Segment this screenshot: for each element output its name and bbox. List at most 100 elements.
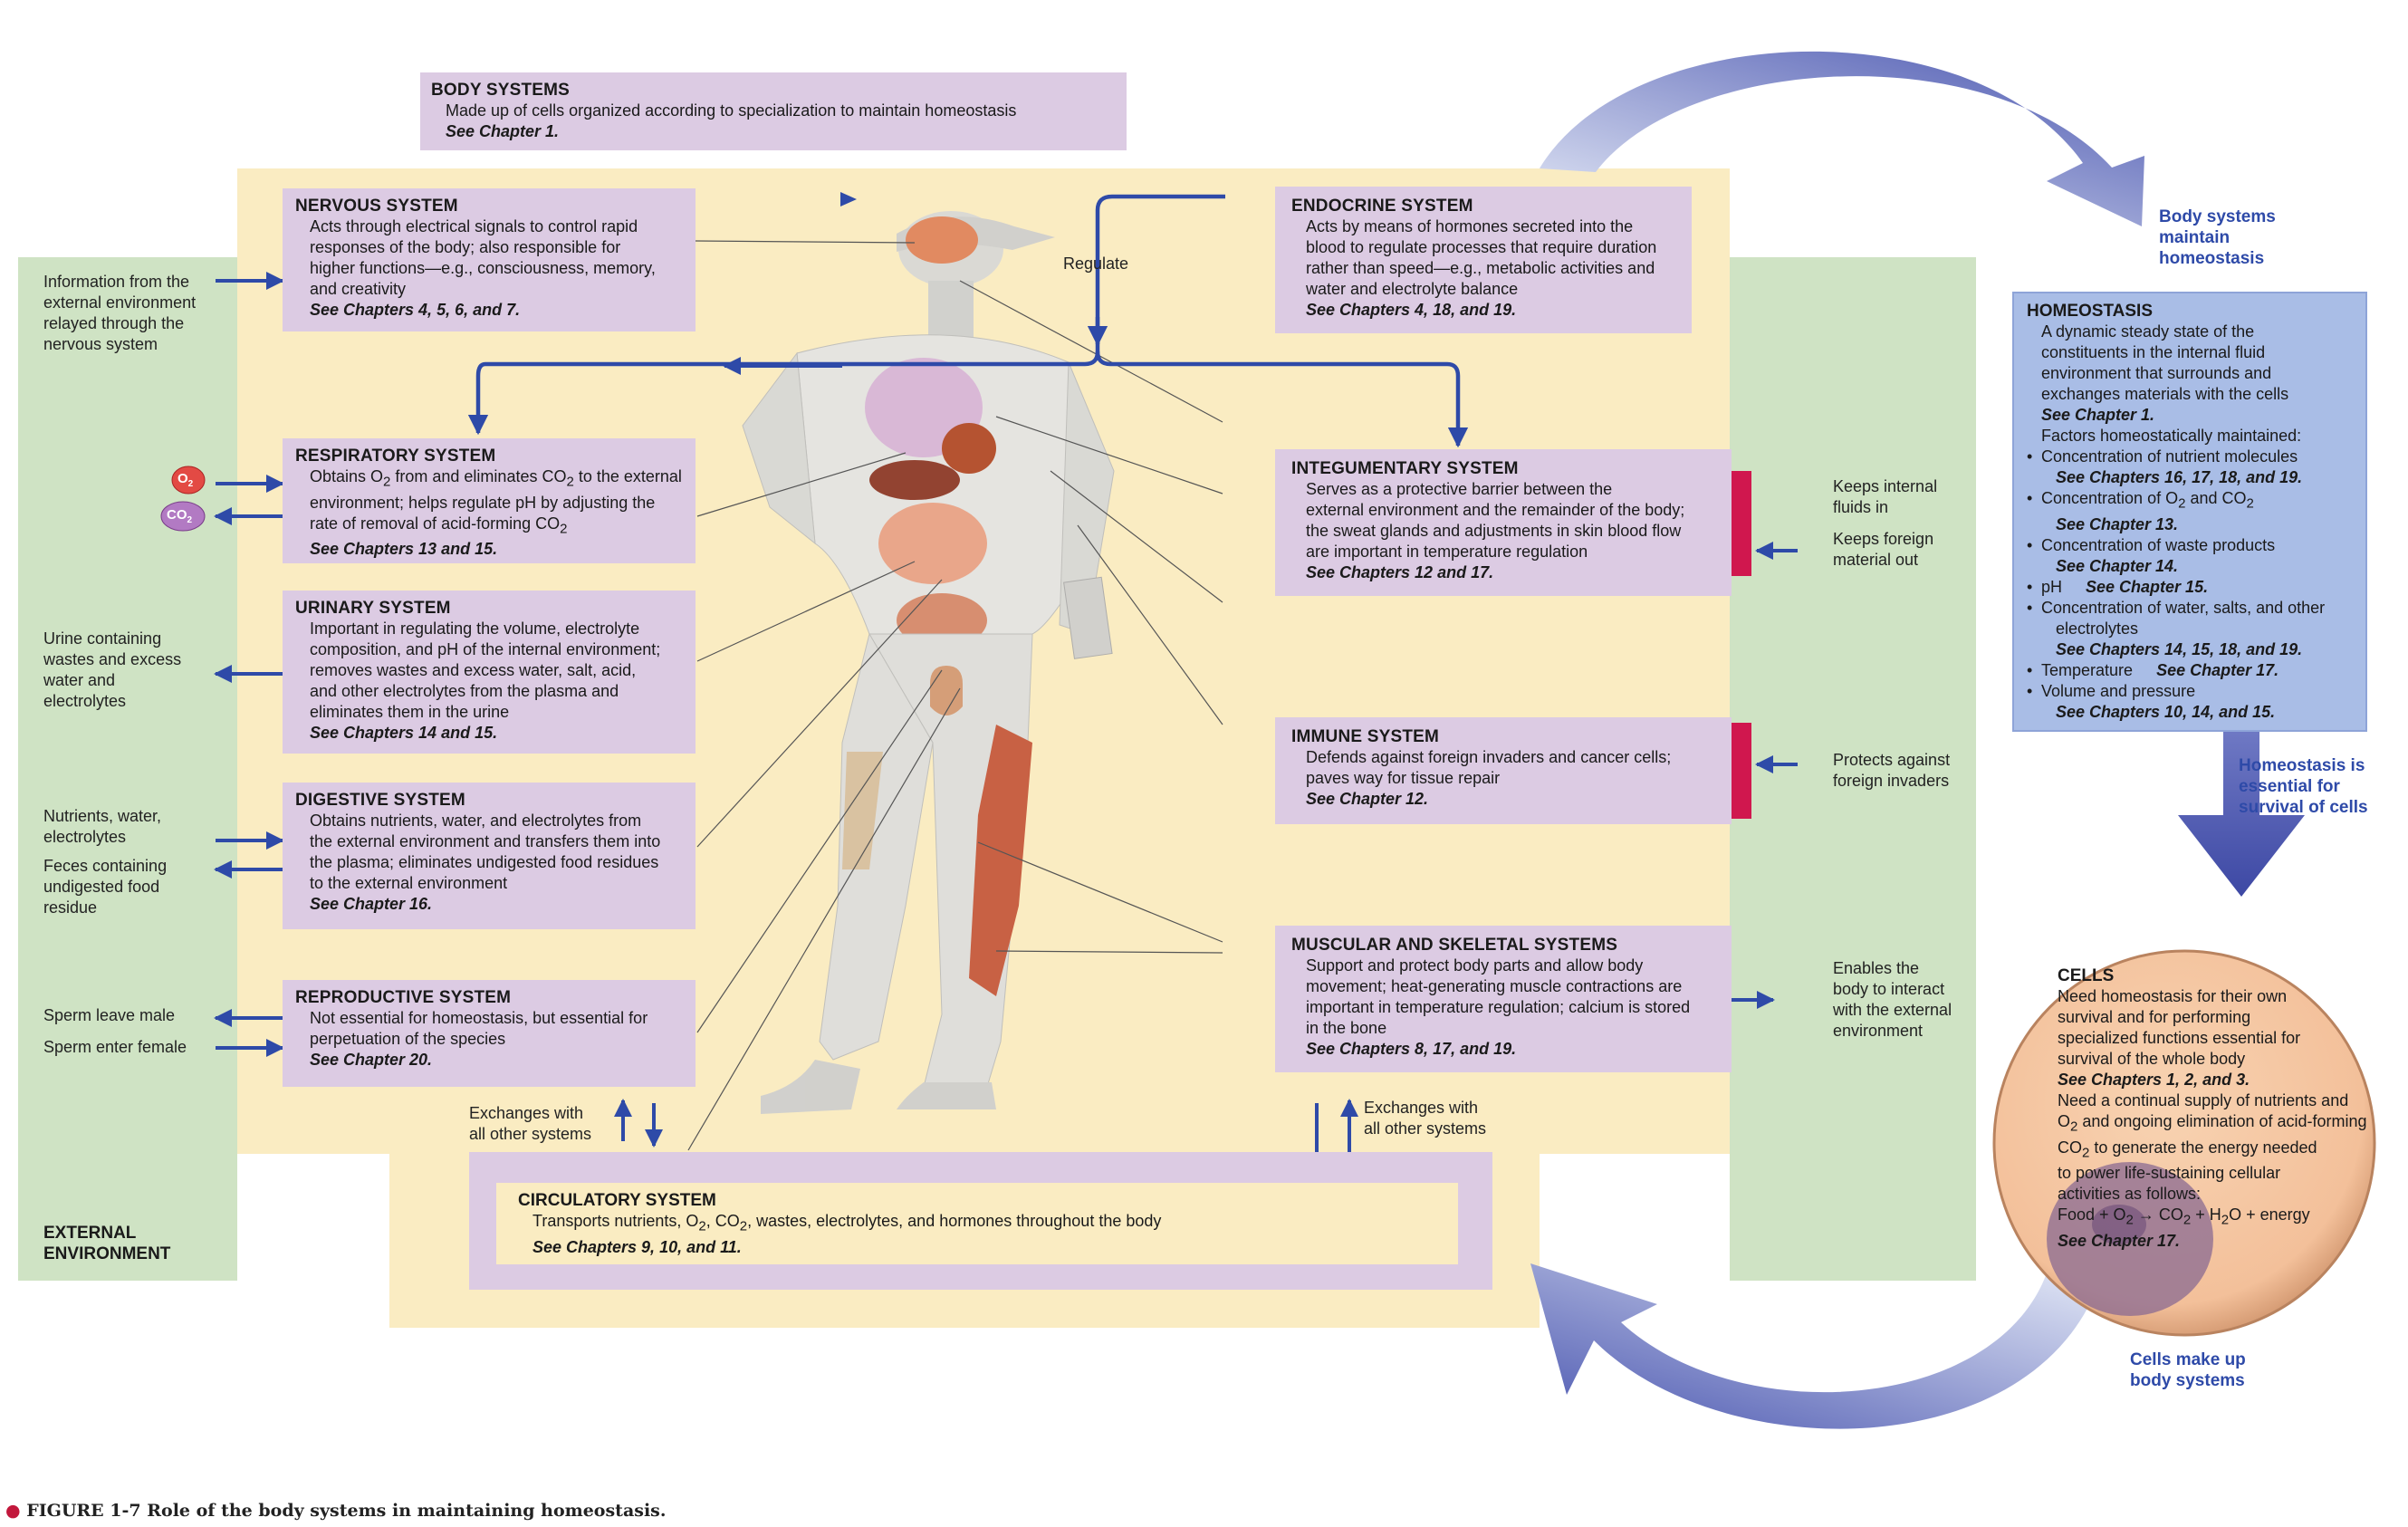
sperm-enter-note: Sperm enter female: [43, 1038, 187, 1056]
box-line: external environment and the remainder o…: [1306, 501, 1685, 519]
protects-note: Protects against foreign invaders: [1833, 750, 1950, 792]
label-line: body systems: [2130, 1371, 2245, 1390]
box-line: Factors homeostatically maintained:: [2041, 427, 2302, 445]
note-line: external environment: [43, 293, 197, 312]
cells-make-up-label: Cells make up body systems: [2130, 1349, 2246, 1391]
respiratory-system-box: RESPIRATORY SYSTEM Obtains O2 from and e…: [283, 438, 696, 563]
box-line: Obtains O2 from and eliminates CO2 to th…: [295, 466, 683, 493]
keeps-foreign-note: Keeps foreign material out: [1833, 529, 1933, 571]
text-run: O + energy: [2229, 1205, 2310, 1224]
connector-lines: [687, 240, 1223, 1151]
nutrients-note: Nutrients, water, electrolytes: [43, 806, 161, 848]
box-line: A dynamic steady state of the: [2041, 322, 2255, 341]
box-title: NERVOUS SYSTEM: [295, 197, 458, 216]
homeostasis-essential-label: Homeostasis is essential for survival of…: [2239, 755, 2368, 818]
box-chapters: See Chapter 17.: [2058, 1231, 2181, 1250]
box-line: rate of removal of acid-forming CO2: [295, 514, 683, 540]
note-line: material out: [1833, 551, 1919, 569]
note-line: Protects against: [1833, 751, 1951, 769]
box-title: BODY SYSTEMS: [431, 81, 571, 100]
factor-item: Concentration of O2 and CO2: [2027, 488, 2353, 514]
note-line: Exchanges with: [469, 1104, 584, 1122]
digestive-system-box: DIGESTIVE SYSTEM Obtains nutrients, wate…: [283, 783, 696, 929]
note-line: foreign invaders: [1833, 772, 1950, 790]
box-line: and other electrolytes from the plasma a…: [310, 682, 619, 700]
box-line: Not essential for homeostasis, but essen…: [310, 1009, 648, 1027]
box-chapters: See Chapters 9, 10, and 11.: [532, 1237, 742, 1256]
cells-text: CELLS Need homeostasis for their own sur…: [2058, 965, 2393, 1252]
box-line: exchanges materials with the cells: [2041, 385, 2289, 403]
box-line: and creativity: [310, 280, 407, 298]
o2-label: O2: [177, 471, 194, 489]
box-line: Need a continual supply of nutrients and: [2058, 1091, 2349, 1109]
feces-note: Feces containing undigested food residue: [43, 856, 167, 918]
box-line: Obtains nutrients, water, and electrolyt…: [310, 812, 642, 830]
co2-label: CO2: [167, 507, 193, 525]
box-line: the external environment and transfers t…: [310, 832, 661, 850]
text-run: → CO: [2133, 1205, 2183, 1224]
box-chapters: See Chapters 4, 5, 6, and 7.: [310, 301, 521, 319]
note-line: electrolytes: [43, 692, 127, 710]
label-line: Cells make up: [2130, 1350, 2246, 1369]
text-run: , wastes, electrolytes, and hormones thr…: [747, 1212, 1162, 1230]
box-line: to the external environment: [310, 874, 508, 892]
note-line: undigested food: [43, 878, 160, 896]
box-line: constituents in the internal fluid: [2041, 343, 2266, 361]
body-systems-maintain-label: Body systems maintain homeostasis: [2159, 206, 2276, 269]
box-line: Serves as a protective barrier between t…: [1306, 480, 1613, 498]
box-title: MUSCULAR AND SKELETAL SYSTEMS: [1291, 936, 1618, 955]
body-systems-box: BODY SYSTEMS Made up of cells organized …: [420, 72, 1127, 150]
box-title: CELLS: [2058, 966, 2115, 985]
reproductive-system-box: REPRODUCTIVE SYSTEM Not essential for ho…: [283, 980, 696, 1087]
subscript: 2: [2082, 1145, 2090, 1161]
text-run: Obtains O: [310, 467, 384, 485]
label-line: maintain: [2159, 228, 2231, 247]
regulate-bracket: [467, 194, 1469, 448]
factor-item: Volume and pressure: [2027, 681, 2353, 702]
box-line: Transports nutrients, O2, CO2, wastes, e…: [518, 1211, 1436, 1237]
co2-badge: [160, 501, 206, 532]
box-title: REPRODUCTIVE SYSTEM: [295, 988, 512, 1007]
subscript: 2: [698, 1218, 706, 1234]
text-run: and ongoing elimination of acid-forming: [2077, 1112, 2367, 1130]
box-desc: Made up of cells organized according to …: [446, 101, 1017, 120]
factor-chapters: See Chapter 14.: [2056, 556, 2179, 575]
figure-caption: ● FIGURE 1-7 Role of the body systems in…: [5, 1501, 667, 1521]
immune-system-box: IMMUNE SYSTEM Defends against foreign in…: [1275, 717, 1732, 824]
factor-chapters: See Chapters 16, 17, 18, and 19.: [2056, 468, 2303, 486]
box-line: movement; heat-generating muscle contrac…: [1306, 977, 1683, 995]
small-arrowhead: [840, 192, 857, 206]
box-line: Acts by means of hormones secreted into …: [1306, 217, 1634, 235]
box-title: CIRCULATORY SYSTEM: [518, 1191, 716, 1210]
box-title: INTEGUMENTARY SYSTEM: [1291, 459, 1519, 478]
info-from-external-note: Information from the external environmen…: [43, 272, 196, 355]
note-line: Keeps internal: [1833, 477, 1938, 495]
box-chapters: See Chapters 8, 17, and 19.: [1306, 1040, 1517, 1058]
factor-chapters: See Chapter 13.: [2056, 514, 2179, 533]
label-line: Homeostasis is: [2239, 756, 2365, 775]
note-line: nervous system: [43, 335, 158, 353]
box-line: perpetuation of the species: [310, 1030, 506, 1048]
box-chapters: See Chapter 1.: [446, 122, 560, 140]
cycle-arrow-bottom: [1530, 1263, 2101, 1429]
subscript: 2: [566, 474, 574, 490]
box-line: blood to regulate processes that require…: [1306, 238, 1657, 256]
exchanges-left-note: Exchanges with all other systems: [469, 1103, 591, 1145]
note-line: fluids in: [1833, 498, 1889, 516]
box-chapters: See Chapters 12 and 17.: [1306, 563, 1494, 581]
keeps-fluids-note: Keeps internal fluids in: [1833, 476, 1937, 518]
box-line: the plasma; eliminates undigested food r…: [310, 853, 659, 871]
subscript: 2: [2178, 495, 2186, 512]
box-line: Need homeostasis for their own: [2058, 987, 2288, 1005]
box-line: higher functions—e.g., consciousness, me…: [310, 259, 656, 277]
box-line: specialized functions essential for: [2058, 1029, 2301, 1047]
subscript: 2: [2070, 1119, 2078, 1135]
urinary-system-box: URINARY SYSTEM Important in regulating t…: [283, 591, 696, 754]
external-environment-title: EXTERNAL ENVIRONMENT: [43, 1223, 170, 1264]
homeostasis-box: HOMEOSTASIS A dynamic steady state of th…: [2012, 292, 2367, 732]
text-run: O: [2058, 1112, 2071, 1130]
box-chapters: See Chapter 20.: [310, 1051, 433, 1069]
subscript: 2: [2246, 495, 2254, 512]
label-line: Body systems: [2159, 207, 2276, 226]
